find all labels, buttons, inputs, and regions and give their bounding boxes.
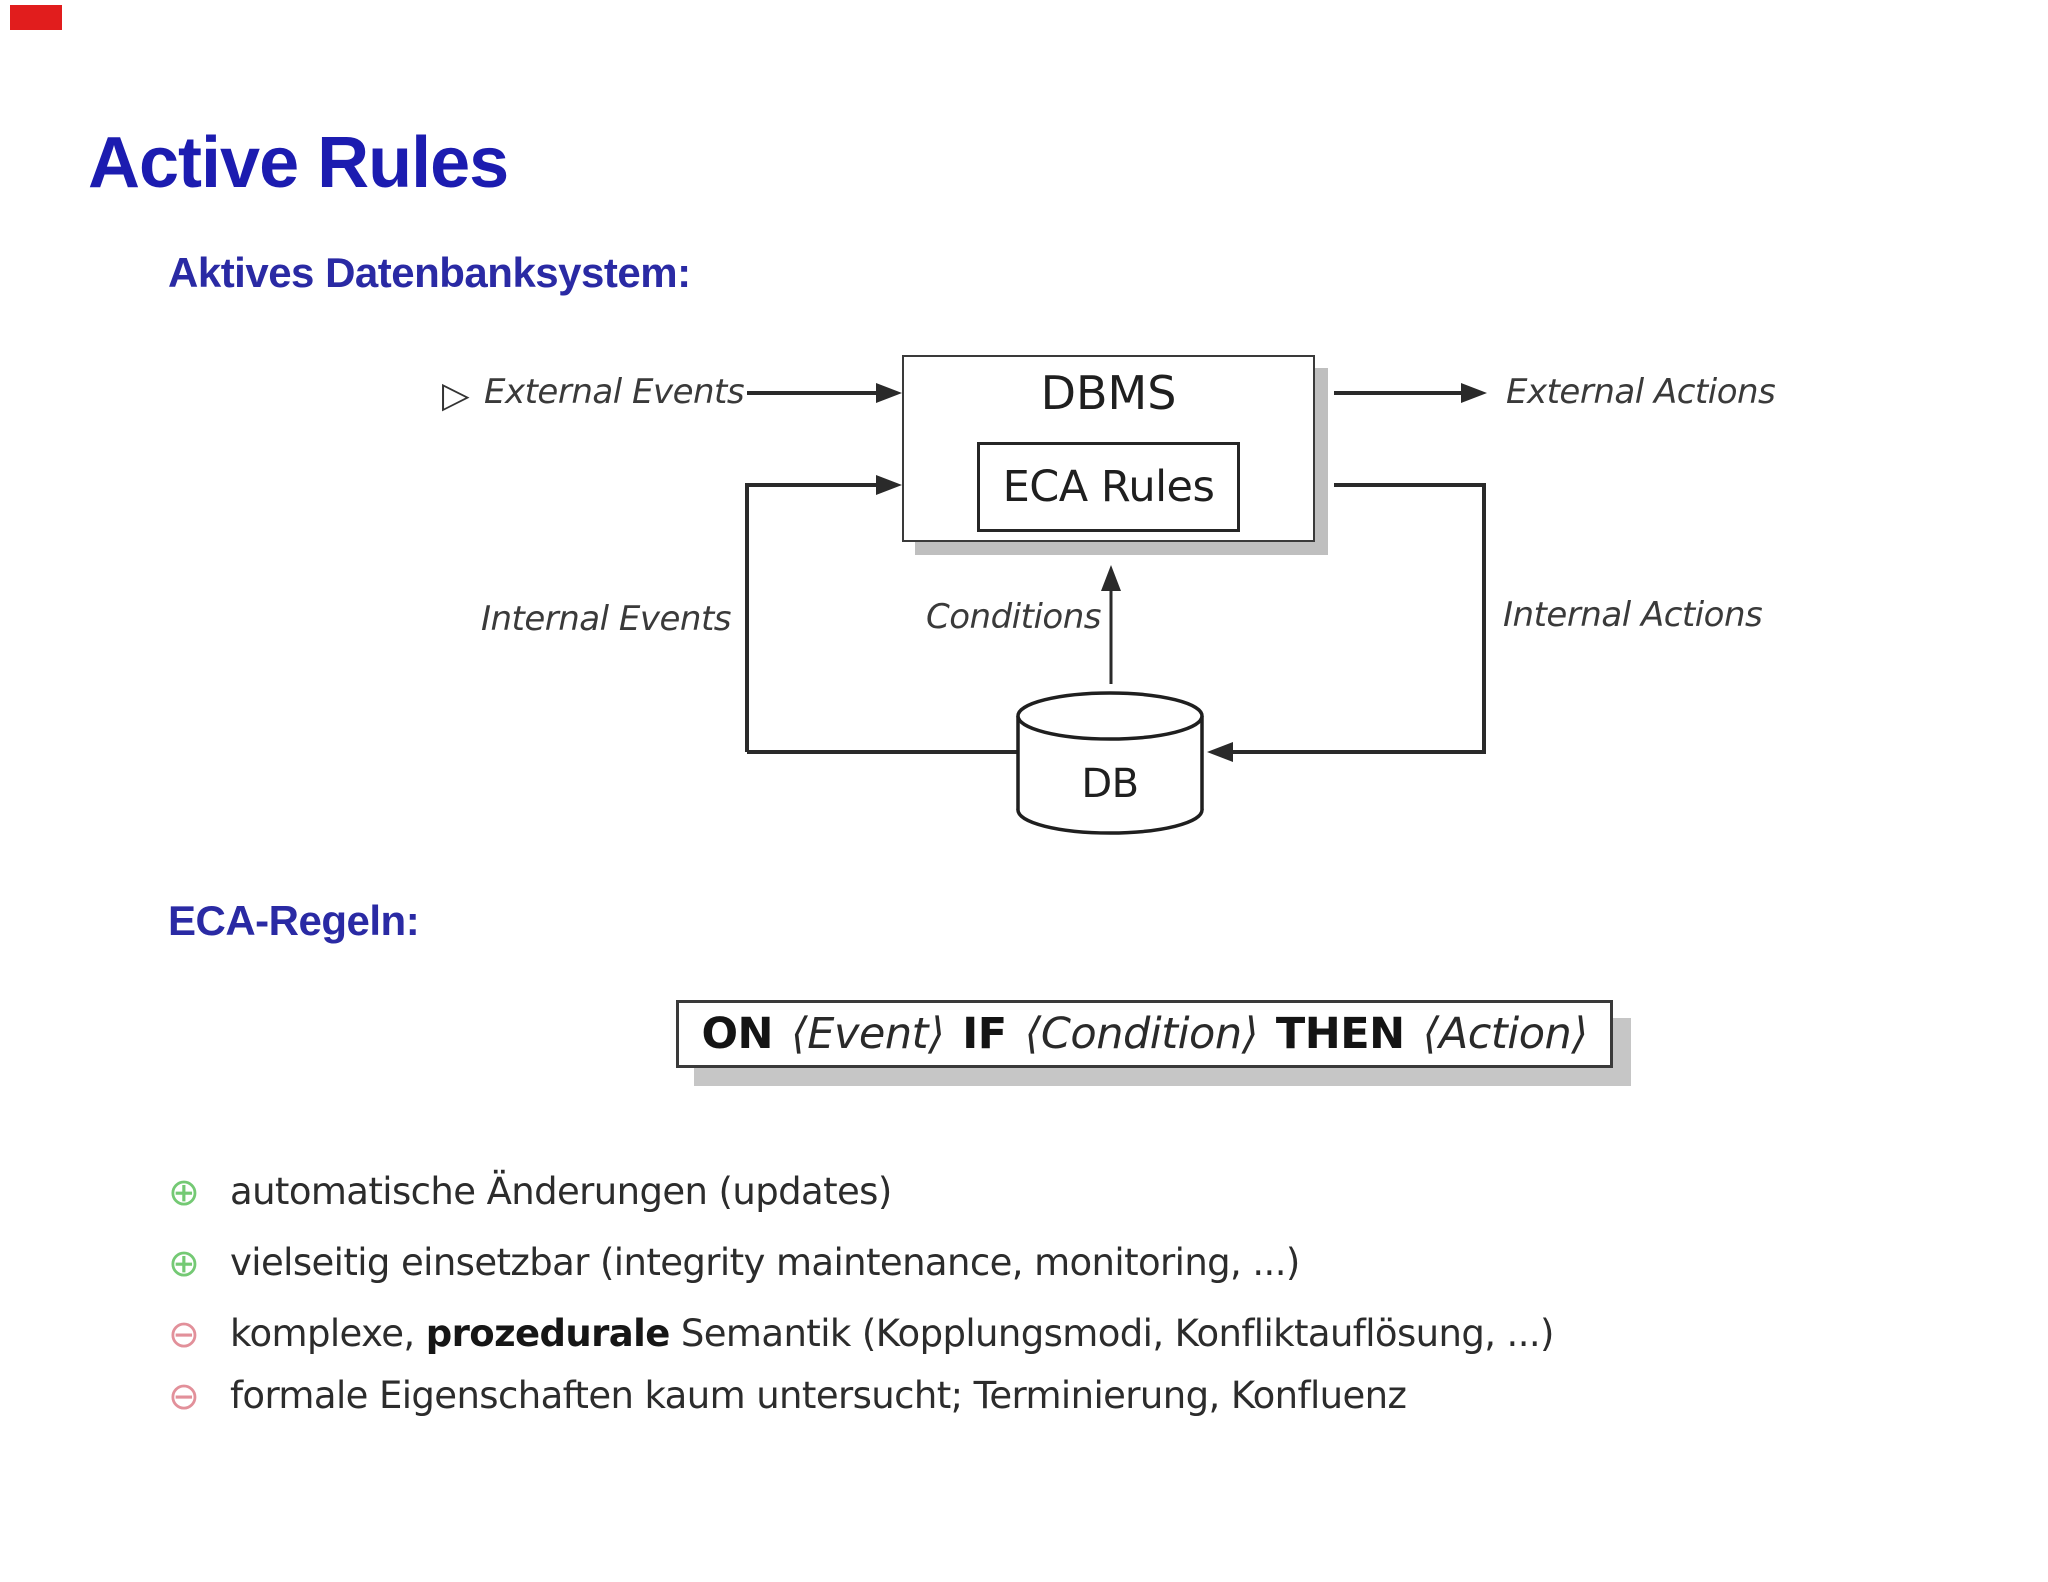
section-heading-eca-rules: ECA-Regeln: bbox=[168, 897, 420, 944]
bullet-item: ⊖ formale Eigenschaften kaum untersucht;… bbox=[168, 1372, 1928, 1420]
internal-actions-label: Internal Actions bbox=[1503, 595, 1763, 635]
page-title: Active Rules bbox=[88, 123, 509, 203]
minus-icon: ⊖ bbox=[168, 1312, 200, 1356]
conditions-label: Conditions bbox=[926, 597, 1101, 637]
bullet-text: formale Eigenschaften kaum untersucht; T… bbox=[230, 1374, 1407, 1417]
eca-rules-box-label: ECA Rules bbox=[1002, 462, 1215, 512]
bullet-item: ⊖ komplexe, prozedurale Semantik (Kopplu… bbox=[168, 1310, 1928, 1358]
eca-rules-box: ECA Rules bbox=[977, 442, 1240, 532]
plus-icon: ⊕ bbox=[168, 1170, 200, 1214]
minus-icon: ⊖ bbox=[168, 1374, 200, 1418]
plus-icon: ⊕ bbox=[168, 1241, 200, 1285]
if-keyword: IF bbox=[962, 1009, 1007, 1059]
bullet-item: ⊕ automatische Änderungen (updates) bbox=[168, 1168, 1928, 1216]
internal-events-label: Internal Events bbox=[480, 599, 732, 639]
bullet-text: automatische Änderungen (updates) bbox=[230, 1170, 892, 1213]
diagram-lines bbox=[745, 391, 1486, 754]
dbms-box-label: DBMS bbox=[1040, 366, 1177, 420]
bullet-item: ⊕ vielseitig einsetzbar (integrity maint… bbox=[168, 1239, 1928, 1287]
on-keyword: ON bbox=[701, 1009, 773, 1059]
section-heading-active-dbs: Aktives Datenbanksystem: bbox=[168, 249, 691, 296]
recording-indicator bbox=[10, 5, 62, 30]
external-events-label: External Events bbox=[484, 372, 745, 412]
db-label: DB bbox=[1081, 761, 1139, 807]
arrowheads bbox=[876, 383, 1487, 762]
triangle-marker-icon: ▷ bbox=[442, 375, 470, 416]
bullet-text: vielseitig einsetzbar (integrity mainten… bbox=[230, 1241, 1300, 1284]
action-placeholder: ⟨Action⟩ bbox=[1422, 1009, 1588, 1059]
condition-placeholder: ⟨Condition⟩ bbox=[1024, 1009, 1259, 1059]
event-placeholder: ⟨Event⟩ bbox=[791, 1009, 945, 1059]
db-cylinder bbox=[1016, 691, 1204, 835]
eca-rule-pattern-box: ON ⟨Event⟩ IF ⟨Condition⟩ THEN ⟨Action⟩ bbox=[676, 1000, 1613, 1068]
then-keyword: THEN bbox=[1275, 1009, 1405, 1059]
bullet-text: komplexe, prozedurale Semantik (Kopplung… bbox=[230, 1312, 1554, 1355]
external-actions-label: External Actions bbox=[1506, 372, 1776, 412]
